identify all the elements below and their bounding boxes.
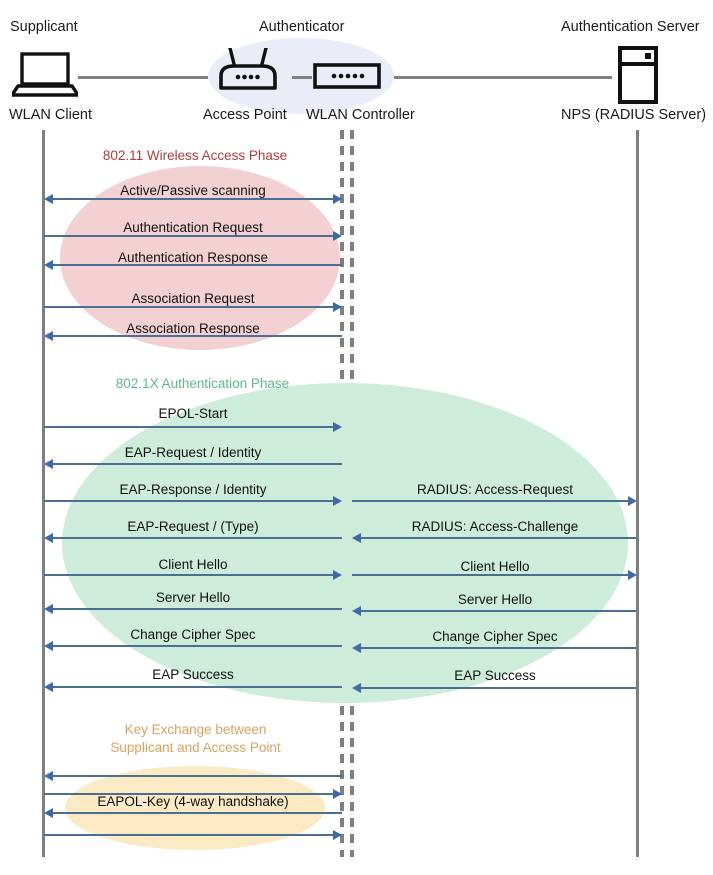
message-arrowhead-right [333,194,342,204]
wire-ap-to-controller [292,76,312,79]
message-label: EAP Success [454,668,536,683]
message-line [44,793,339,795]
message-label: Client Hello [460,559,530,574]
message-arrowhead-left [44,260,53,270]
message-line [355,647,636,649]
message-line [47,264,342,266]
message-arrowhead-right [333,570,342,580]
lifeline-supplicant [42,130,45,857]
message-label: Authentication Response [117,250,269,265]
message-line [44,574,339,576]
message-arrowhead-left [44,194,53,204]
message-line [44,500,339,502]
message-arrowhead-right [333,496,342,506]
actor-role-authenticator: Authenticator [259,19,345,35]
message-arrowhead-left [44,641,53,651]
actor-role-supplicant: Supplicant [10,19,78,35]
message-arrowhead-left [352,606,361,616]
wireless-access-phase-ellipse [60,166,340,350]
message-line [47,198,342,200]
message-arrowhead-left [352,683,361,693]
message-arrowhead-left [352,643,361,653]
message-line [44,834,339,836]
message-label: Association Response [126,321,260,336]
message-line [352,500,633,502]
key-exchange-phase-ellipse [65,766,325,850]
message-label: EAP Success [152,667,234,682]
message-line [47,645,342,647]
message-line [44,306,339,308]
message-arrowhead-right [333,830,342,840]
message-label: Authentication Request [123,220,263,235]
actor-name-access-point: Access Point [203,107,287,123]
message-arrowhead-left [44,604,53,614]
message-arrowhead-right [333,422,342,432]
actor-name-wlan-controller: WLAN Controller [306,107,415,123]
message-label: EAP-Response / Identity [119,482,267,497]
message-line [47,775,342,777]
wire-controller-to-nps [394,76,612,79]
message-label: Client Hello [158,557,228,572]
lifeline-authentication-server [636,130,639,857]
dot1x-authentication-phase-ellipse [62,383,628,703]
message-line [47,686,342,688]
message-line [47,463,342,465]
wireless-access-phase-title: 802.11 Wireless Access Phase [102,148,288,163]
message-label: Change Cipher Spec [130,627,256,642]
message-arrowhead-left [44,459,53,469]
actor-name-nps-radius-server: NPS (RADIUS Server) [561,107,707,123]
message-line [355,537,636,539]
message-label: Association Request [131,291,255,306]
message-line [355,610,636,612]
message-line [47,335,342,337]
message-arrowhead-left [44,771,53,781]
message-arrowhead-left [44,808,53,818]
message-label: EPOL-Start [158,406,228,421]
message-arrowhead-left [44,331,53,341]
actor-role-authentication-server: Authentication Server [561,19,700,35]
message-label: EAP-Request / Identity [124,445,262,460]
message-label: Server Hello [155,590,231,605]
message-line [355,687,636,689]
laptop-icon [12,52,78,98]
message-label: Server Hello [457,592,533,607]
wire-client-to-ap [78,76,208,79]
message-arrowhead-left [352,533,361,543]
message-arrowhead-right [333,231,342,241]
message-line [44,426,339,428]
message-label: EAP-Request / (Type) [127,519,259,534]
actor-name-wlan-client: WLAN Client [9,107,92,123]
message-label: RADIUS: Access-Request [416,482,574,497]
message-arrowhead-right [333,302,342,312]
message-line [47,537,342,539]
message-label: Change Cipher Spec [432,629,558,644]
server-icon [618,46,658,104]
message-arrowhead-right [333,789,342,799]
message-line [44,235,339,237]
message-arrowhead-right [628,496,637,506]
access-point-icon [217,48,279,92]
message-arrowhead-left [44,682,53,692]
key-exchange-phase-title: Key Exchange between Supplicant and Acce… [110,722,281,755]
message-line [47,608,342,610]
message-label: RADIUS: Access-Challenge [411,519,579,534]
wlan-controller-icon [313,63,381,89]
message-line [47,812,342,814]
message-label: Active/Passive scanning [120,183,266,198]
dot1x-authentication-phase-title: 802.1X Authentication Phase [115,376,290,391]
message-arrowhead-left [44,533,53,543]
message-line [352,574,633,576]
message-arrowhead-right [628,570,637,580]
eapol-key-group-label: EAPOL-Key (4-way handshake) [97,794,289,809]
